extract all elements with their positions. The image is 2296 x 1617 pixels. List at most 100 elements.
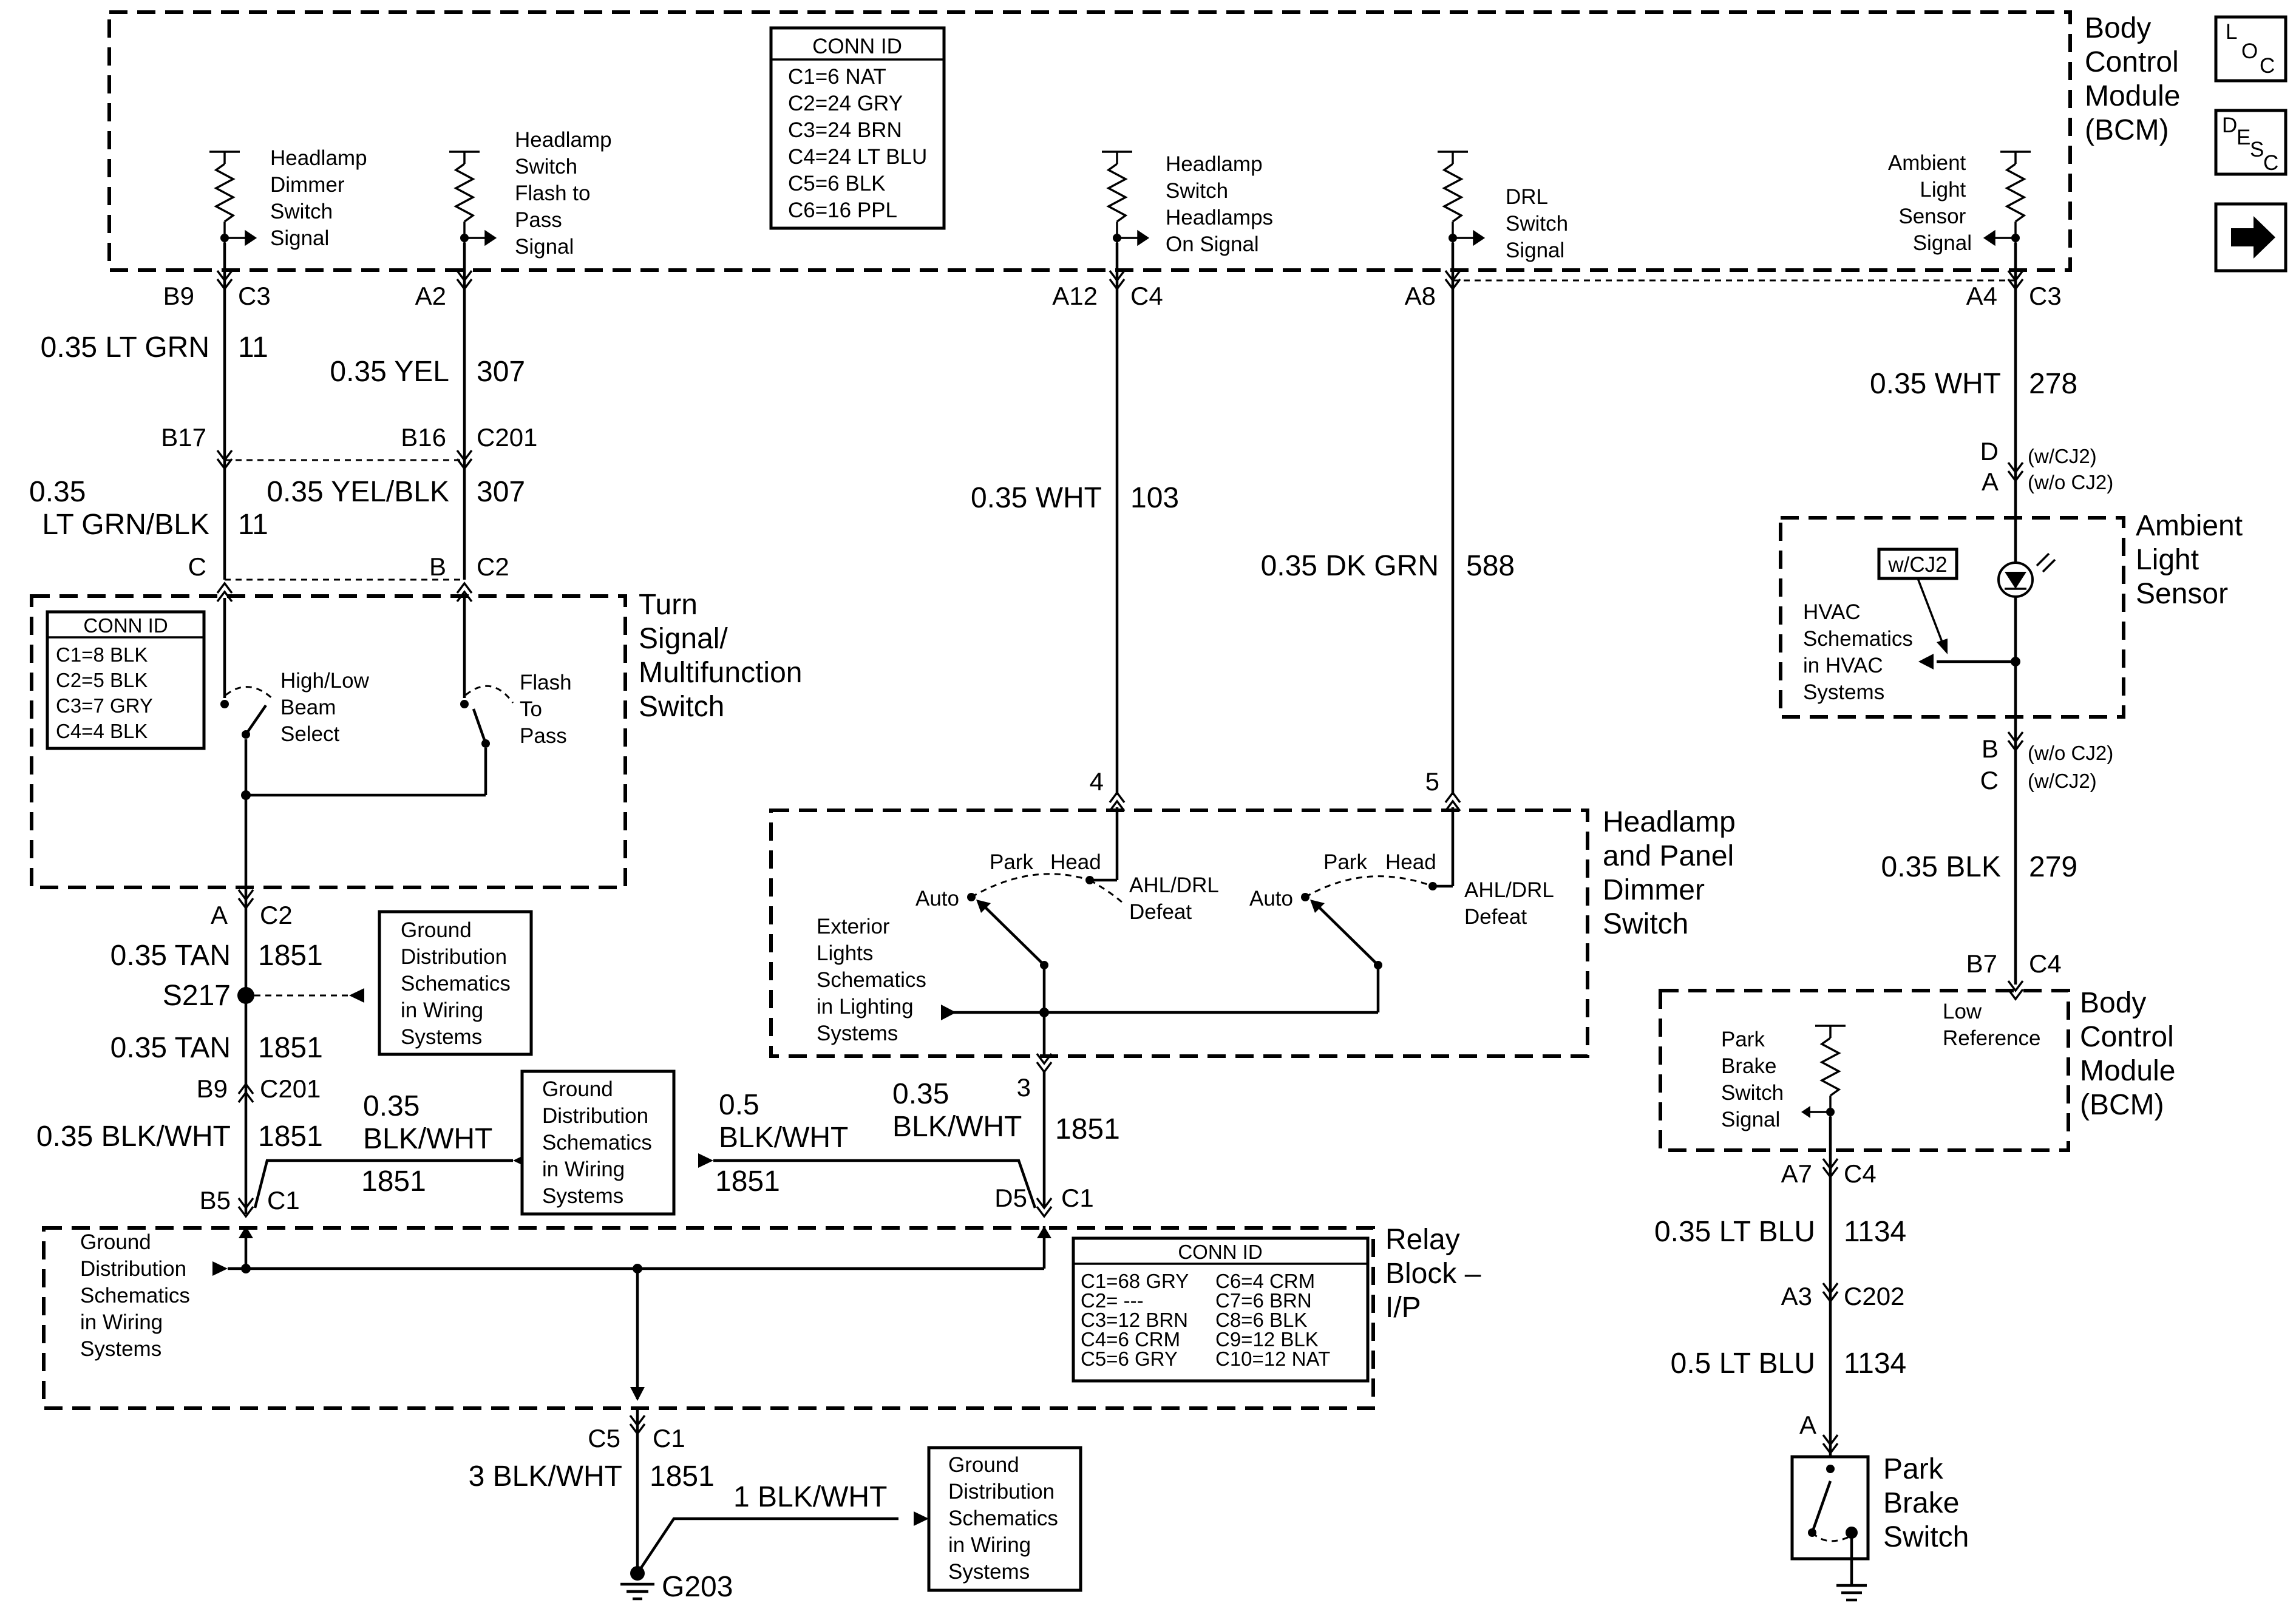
- low-reference-label: Low Reference: [1943, 1000, 2040, 1050]
- wire-label-tan-b: 0.35 TAN: [110, 1032, 231, 1064]
- pin-a4: A4: [1966, 282, 1997, 310]
- circuit-1134-b: 1134: [1844, 1348, 1906, 1380]
- wire-label-05-e: 0.5: [719, 1089, 759, 1121]
- flash-resistor: [448, 151, 481, 244]
- circuit-1851-c: 1851: [258, 1120, 323, 1153]
- note-a: (w/o CJ2): [2028, 471, 2113, 493]
- svg-text:C: C: [2260, 54, 2275, 78]
- cj2-badge: w/CJ2: [1877, 547, 1958, 654]
- dimmer-right-contacts: [1301, 875, 1453, 969]
- dimmer-left-arrow: [976, 900, 991, 913]
- auto-right-label: Auto: [1249, 887, 1293, 910]
- circuit-307-b: 307: [477, 476, 525, 508]
- wire-label-yel: 0.35 YEL: [330, 356, 449, 388]
- ground-ref-box-center: Ground Distribution Schematics in Wiring…: [520, 1070, 676, 1216]
- location-icon[interactable]: L O C: [2214, 15, 2288, 83]
- relay-ground-ref-arrow: [212, 1261, 228, 1276]
- conn-c3-right: C3: [2029, 282, 2062, 310]
- conn-c2: C2: [477, 552, 509, 581]
- dimmer-resistor: [208, 151, 241, 244]
- svg-text:C9=12 BLK: C9=12 BLK: [1215, 1328, 1319, 1351]
- svg-text:C4=24 LT BLU: C4=24 LT BLU: [788, 145, 927, 169]
- park-brake-signal-label: Park Brake Switch Signal: [1721, 1028, 1790, 1131]
- pin-b17: B17: [161, 423, 206, 452]
- wire-label-wht-103: 0.35 WHT: [971, 482, 1102, 514]
- svg-text:C5=6 GRY: C5=6 GRY: [1081, 1348, 1178, 1370]
- park-brake-arrow-head: [1801, 1106, 1810, 1118]
- svg-text:C2= ---: C2= ---: [1081, 1289, 1144, 1312]
- svg-text:C3=24 BRN: C3=24 BRN: [788, 118, 902, 142]
- headlamp-dimmer-title: Headlamp and Panel Dimmer Switch: [1603, 806, 1744, 940]
- splice-s217-label: S217: [163, 980, 231, 1012]
- relay-ground-ref-label: Ground Distribution Schematics in Wiring…: [80, 1230, 196, 1361]
- svg-text:C6=16 PPL: C6=16 PPL: [788, 198, 897, 222]
- turn-conn-table: CONN ID C1=8 BLK C2=5 BLK C3=7 GRY C4=4 …: [46, 610, 206, 750]
- flash-signal-label: Headlamp Switch Flash to Pass Signal: [515, 128, 617, 259]
- description-icon[interactable]: D E S C: [2214, 109, 2288, 176]
- auto-left-label: Auto: [915, 887, 959, 910]
- relay-down-arrow: [630, 1387, 645, 1401]
- pin-c5: C5: [588, 1424, 620, 1453]
- svg-text:E: E: [2237, 126, 2250, 149]
- drl-signal-label: DRL Switch Signal: [1506, 185, 1574, 262]
- circuit-1851-e: 1851: [715, 1165, 780, 1198]
- ground-ref-box-s217: Ground Distribution Schematics in Wiring…: [378, 910, 533, 1056]
- circuit-1851-d: 1851: [361, 1165, 426, 1198]
- conn-c3: C3: [238, 282, 271, 310]
- svg-text:C1=8 BLK: C1=8 BLK: [56, 643, 148, 666]
- pin-b9-lower: B9: [197, 1074, 228, 1103]
- circuit-588: 588: [1466, 550, 1515, 582]
- ambient-junction-dot: [2011, 657, 2020, 666]
- bcm-signal-dots: [220, 234, 2020, 242]
- s217-arrow: [349, 988, 364, 1003]
- circuit-307-a: 307: [477, 356, 525, 388]
- pin-a12: A12: [1052, 282, 1098, 310]
- svg-text:C10=12 NAT: C10=12 NAT: [1215, 1348, 1330, 1370]
- svg-text:C7=6 BRN: C7=6 BRN: [1215, 1289, 1312, 1312]
- flash-to-pass-switch: [460, 685, 514, 748]
- wire-label-035-a: 0.35: [29, 476, 86, 508]
- pin-5: 5: [1425, 767, 1439, 796]
- conn-c1-b: C1: [1061, 1184, 1094, 1212]
- ground-ref-box-bottom: Ground Distribution Schematics in Wiring…: [927, 1446, 1082, 1592]
- pin-c-sensor: C: [1980, 766, 1999, 795]
- pin-b5: B5: [200, 1186, 231, 1215]
- svg-text:Ground Distribution: Ground Distribution Schematics in Wiring…: [542, 1077, 658, 1208]
- pin-a-sensor: A: [1982, 467, 1999, 496]
- park-left-label: Park: [990, 850, 1033, 874]
- turn-signal-title: Turn Signal/ Multifunction Switch: [639, 589, 810, 723]
- wire-label-blk-wht-d: BLK/WHT: [363, 1123, 492, 1155]
- wire-label-tan-a: 0.35 TAN: [110, 940, 231, 972]
- ambient-sensor-outline: [1779, 516, 2125, 719]
- pin-a7: A7: [1781, 1159, 1812, 1188]
- svg-text:C2=5 BLK: C2=5 BLK: [56, 669, 148, 691]
- arrow-right-icon[interactable]: [2214, 202, 2288, 273]
- svg-text:O: O: [2241, 39, 2258, 63]
- wire-label-blk-wht-c: 0.35 BLK/WHT: [36, 1120, 231, 1153]
- pin-d: D: [1980, 437, 1999, 466]
- conn-c202: C202: [1844, 1282, 1904, 1310]
- head-left-label: Head: [1050, 850, 1101, 874]
- ambient-photodiode: [1997, 552, 2056, 598]
- pin-a-brake: A: [1799, 1411, 1816, 1439]
- conn-c1-a: C1: [267, 1186, 300, 1215]
- circuit-1851-a: 1851: [258, 940, 323, 972]
- exterior-lights-arrow: [941, 1005, 956, 1020]
- conn-c2-turn: C2: [260, 901, 293, 929]
- wire-label-lt-blu-a: 0.35 LT BLU: [1654, 1216, 1815, 1248]
- svg-text:S: S: [2250, 138, 2264, 161]
- svg-text:CONN ID: CONN ID: [1178, 1241, 1262, 1263]
- svg-text:C6=4 CRM: C6=4 CRM: [1215, 1270, 1315, 1292]
- wire-label-035-d: 0.35: [363, 1090, 419, 1122]
- conn-c201-lower: C201: [260, 1074, 321, 1103]
- wire-label-dk-grn: 0.35 DK GRN: [1261, 550, 1439, 582]
- relay-bus-wires: [228, 1226, 1046, 1399]
- headlamp-dimmer-outline: [769, 808, 1589, 1058]
- svg-text:C1=68 GRY: C1=68 GRY: [1081, 1270, 1189, 1292]
- park-right-label: Park: [1323, 850, 1367, 874]
- drl-resistor: [1436, 151, 1469, 244]
- relay-junction-center: [633, 1264, 642, 1273]
- circuit-278: 278: [2029, 368, 2077, 400]
- hvac-arrow: [1918, 654, 1934, 670]
